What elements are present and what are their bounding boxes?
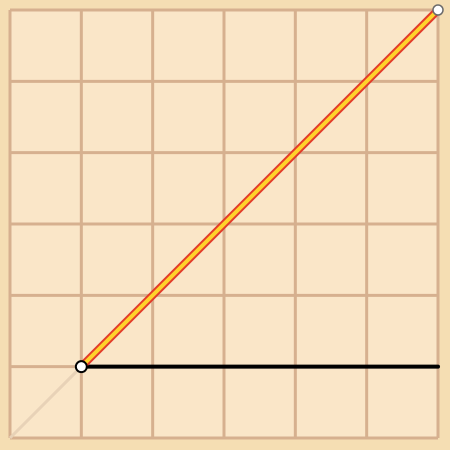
diagonal-guide-line — [8, 365, 83, 440]
end-handle-icon[interactable] — [432, 4, 444, 16]
curve-line[interactable] — [79, 8, 440, 369]
start-handle-icon[interactable] — [74, 360, 88, 374]
